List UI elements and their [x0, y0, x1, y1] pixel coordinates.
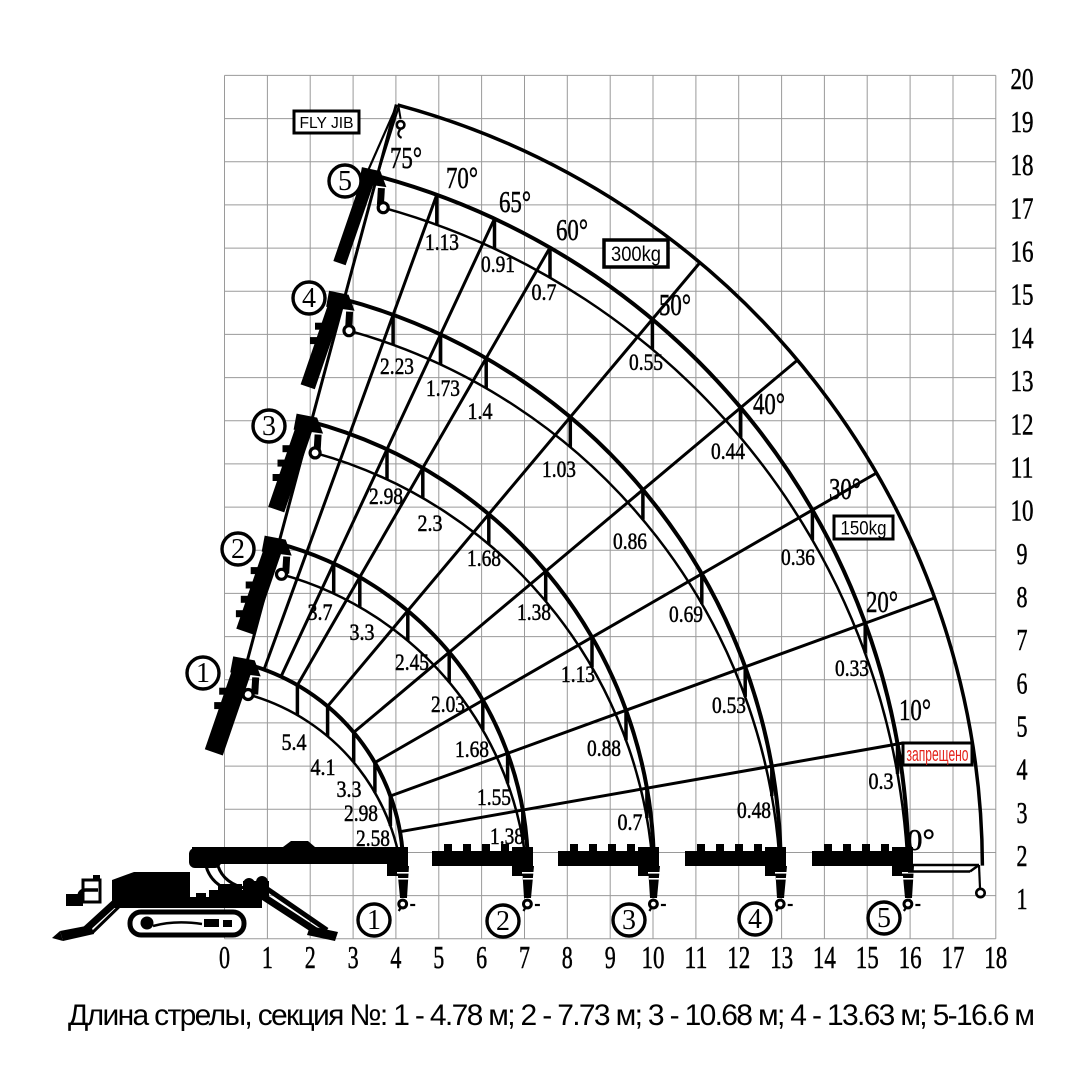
- svg-text:0.48: 0.48: [737, 798, 771, 823]
- svg-text:10: 10: [1011, 493, 1034, 528]
- svg-text:11: 11: [1011, 449, 1034, 484]
- svg-text:0.7: 0.7: [618, 810, 643, 835]
- svg-text:0.33: 0.33: [835, 656, 869, 681]
- svg-text:17: 17: [1011, 190, 1034, 225]
- svg-text:5: 5: [433, 939, 444, 975]
- svg-text:65°: 65°: [499, 184, 531, 219]
- svg-text:12: 12: [1011, 406, 1034, 441]
- svg-text:13: 13: [770, 939, 793, 975]
- svg-text:50°: 50°: [659, 287, 691, 322]
- svg-text:7: 7: [1017, 622, 1028, 657]
- svg-text:2.03: 2.03: [431, 692, 465, 717]
- svg-text:0.55: 0.55: [629, 350, 663, 375]
- svg-text:16: 16: [899, 939, 922, 975]
- svg-text:5: 5: [338, 166, 352, 197]
- svg-text:1.4: 1.4: [468, 399, 493, 424]
- svg-text:0: 0: [219, 939, 230, 975]
- svg-text:18: 18: [1011, 147, 1034, 182]
- svg-text:запрещено: запрещено: [907, 744, 969, 766]
- svg-text:10°: 10°: [899, 692, 931, 727]
- svg-text:15: 15: [856, 939, 879, 975]
- svg-text:4: 4: [1017, 752, 1028, 787]
- svg-text:10: 10: [642, 939, 665, 975]
- svg-text:75°: 75°: [390, 140, 422, 175]
- svg-text:1: 1: [1017, 881, 1028, 916]
- svg-text:2.98: 2.98: [369, 484, 403, 509]
- svg-text:Длина стрелы, секция №: 1 - 4: Длина стрелы, секция №: 1 - 4.78 м; 2 - …: [68, 999, 1035, 1032]
- svg-text:30°: 30°: [829, 471, 861, 506]
- svg-text:2: 2: [231, 534, 245, 565]
- svg-text:1.55: 1.55: [477, 785, 511, 810]
- svg-text:2: 2: [1017, 838, 1028, 873]
- svg-text:0.7: 0.7: [532, 280, 557, 305]
- svg-text:2: 2: [496, 906, 510, 937]
- svg-text:0.91: 0.91: [481, 252, 515, 277]
- svg-text:17: 17: [942, 939, 965, 975]
- svg-text:FLY JIB: FLY JIB: [300, 115, 354, 132]
- svg-text:16: 16: [1011, 234, 1034, 269]
- svg-text:2.45: 2.45: [395, 650, 429, 675]
- svg-text:1: 1: [196, 658, 210, 689]
- svg-text:5.4: 5.4: [282, 730, 307, 755]
- svg-text:1.13: 1.13: [425, 230, 459, 255]
- svg-text:20: 20: [1011, 61, 1034, 96]
- svg-text:2: 2: [305, 939, 316, 975]
- svg-text:9: 9: [1017, 536, 1028, 571]
- svg-text:3.7: 3.7: [308, 600, 333, 625]
- svg-text:300kg: 300kg: [611, 243, 661, 266]
- svg-text:8: 8: [1017, 579, 1028, 614]
- svg-text:3: 3: [1017, 795, 1028, 830]
- svg-text:5: 5: [877, 903, 891, 934]
- svg-text:13: 13: [1011, 363, 1034, 398]
- svg-text:3.3: 3.3: [337, 777, 362, 802]
- svg-text:6: 6: [476, 939, 487, 975]
- svg-text:14: 14: [1011, 320, 1034, 355]
- svg-text:40°: 40°: [753, 386, 785, 421]
- svg-text:19: 19: [1011, 104, 1034, 139]
- svg-text:70°: 70°: [446, 160, 478, 195]
- svg-text:0.53: 0.53: [712, 693, 746, 718]
- svg-text:14: 14: [813, 939, 836, 975]
- svg-text:1: 1: [262, 939, 273, 975]
- svg-text:1.68: 1.68: [455, 737, 489, 762]
- svg-text:0.3: 0.3: [869, 769, 894, 794]
- svg-text:2.3: 2.3: [418, 511, 443, 536]
- svg-text:1.73: 1.73: [426, 376, 460, 401]
- svg-text:0.36: 0.36: [781, 545, 815, 570]
- svg-text:0.88: 0.88: [587, 736, 621, 761]
- svg-text:4.1: 4.1: [311, 755, 336, 780]
- svg-text:9: 9: [605, 939, 616, 975]
- svg-text:60°: 60°: [556, 212, 588, 247]
- svg-text:0.69: 0.69: [669, 602, 703, 627]
- svg-text:150kg: 150kg: [841, 518, 887, 539]
- svg-text:11: 11: [684, 939, 707, 975]
- svg-text:1.38: 1.38: [517, 600, 551, 625]
- svg-text:4: 4: [390, 939, 401, 975]
- svg-text:8: 8: [562, 939, 573, 975]
- svg-text:2.23: 2.23: [380, 354, 414, 379]
- svg-text:0.44: 0.44: [711, 439, 745, 464]
- svg-text:1.03: 1.03: [542, 457, 576, 482]
- svg-text:1.68: 1.68: [467, 546, 501, 571]
- svg-text:1: 1: [367, 905, 381, 936]
- svg-text:2.98: 2.98: [344, 801, 378, 826]
- svg-text:1.13: 1.13: [561, 662, 595, 687]
- svg-text:15: 15: [1011, 277, 1034, 312]
- svg-text:3.3: 3.3: [350, 620, 375, 645]
- svg-text:0.86: 0.86: [613, 529, 647, 554]
- svg-text:7: 7: [519, 939, 530, 975]
- svg-text:3: 3: [622, 905, 636, 936]
- svg-text:3: 3: [262, 411, 276, 442]
- svg-text:20°: 20°: [866, 584, 898, 619]
- svg-text:4: 4: [748, 904, 762, 935]
- svg-text:5: 5: [1017, 708, 1028, 743]
- svg-text:18: 18: [984, 939, 1007, 975]
- svg-text:3: 3: [348, 939, 359, 975]
- svg-text:12: 12: [727, 939, 750, 975]
- svg-text:4: 4: [302, 283, 316, 314]
- svg-text:6: 6: [1017, 665, 1028, 700]
